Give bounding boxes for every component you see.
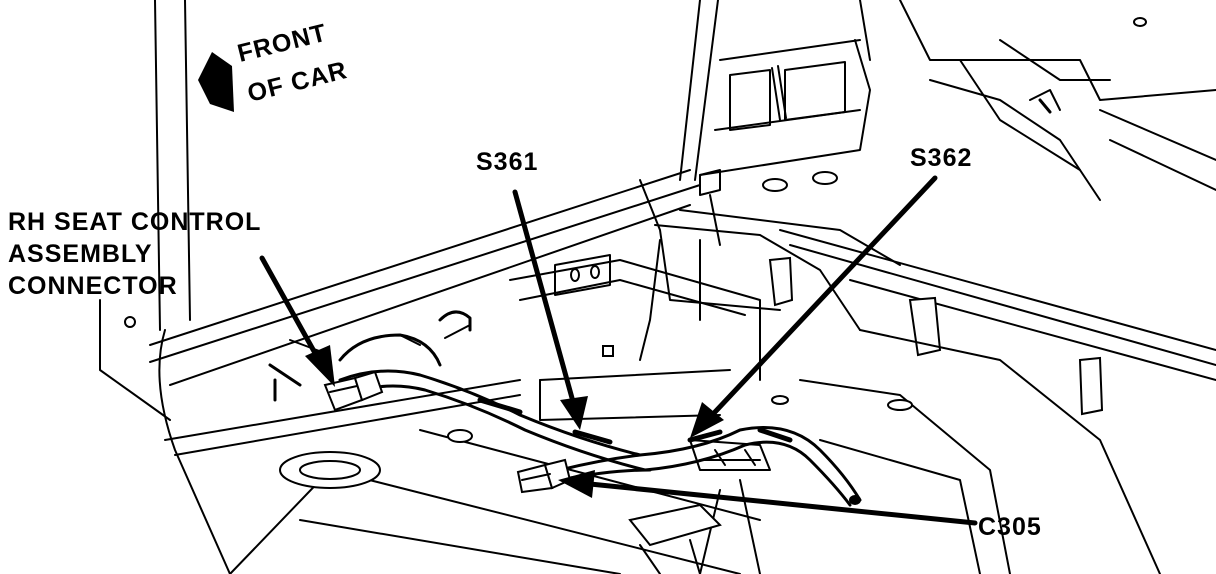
vehicle-floor-line-art (99, 0, 1216, 574)
s361-label: S361 (476, 148, 538, 176)
front-of-car-label-line2: OF CAR (245, 56, 351, 108)
wiring-harness (338, 333, 862, 507)
front-of-car-arrow-icon (198, 52, 234, 112)
c305-connector (516, 458, 572, 494)
rh-seat-label-line3: CONNECTOR (8, 272, 178, 300)
front-of-car-label-line1: FRONT (235, 19, 330, 68)
callout-arrows (259, 175, 978, 526)
s362-label: S362 (910, 144, 972, 172)
rh-seat-label-line2: ASSEMBLY (8, 240, 153, 268)
labels: FRONT OF CAR RH SEAT CONTROL ASSEMBLY CO… (8, 19, 1042, 541)
c305-label: C305 (978, 513, 1042, 541)
rh-seat-label-line1: RH SEAT CONTROL (8, 208, 261, 236)
